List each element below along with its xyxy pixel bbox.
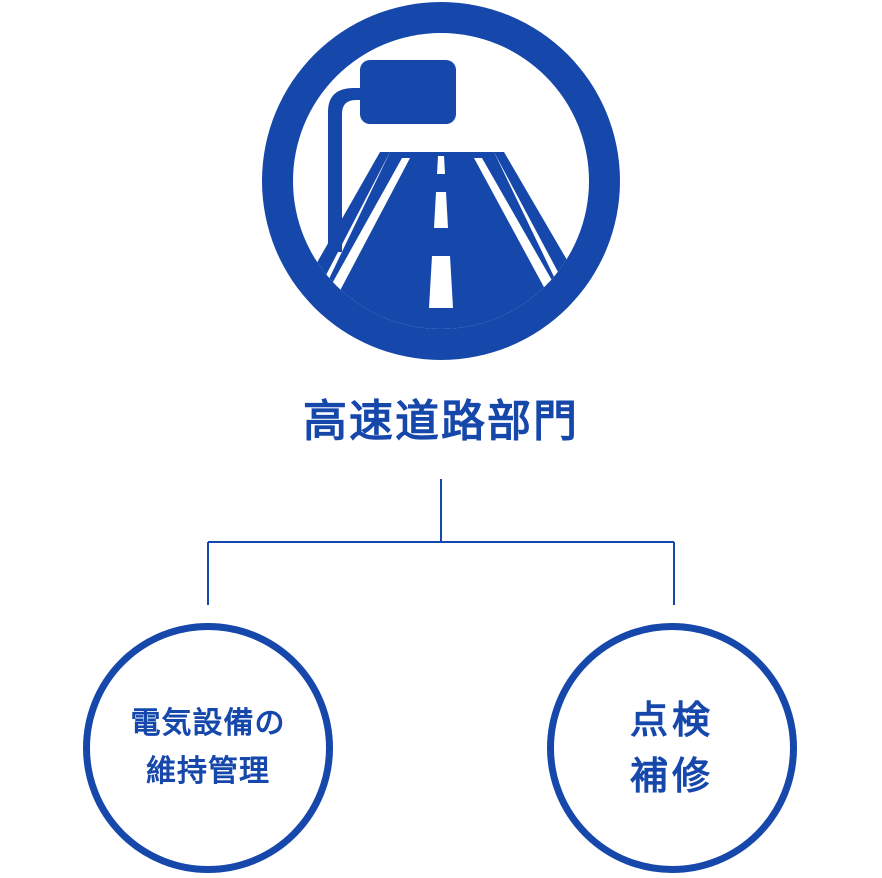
road-shoulder-left [298, 152, 390, 302]
road-dash [437, 156, 445, 174]
road-dash [429, 256, 453, 308]
child-node-electrical: 電気設備の 維持管理 [83, 623, 333, 873]
highway-road-sign-icon [262, 2, 620, 360]
highway-icon-badge [262, 2, 620, 360]
road-edge-left [324, 158, 410, 302]
root-label: 高速道路部門 [303, 396, 579, 447]
sign-board [360, 60, 456, 124]
child-node-line: 点検 [629, 698, 714, 742]
child-node-line: 電気設備の [130, 706, 286, 741]
road-edge-right [474, 158, 562, 302]
child-node-inspection: 点検 補修 [547, 623, 797, 873]
sign-pole [328, 88, 366, 252]
child-node-line: 補修 [629, 754, 714, 798]
child-node-line: 維持管理 [146, 754, 270, 789]
road-dash [434, 192, 448, 228]
